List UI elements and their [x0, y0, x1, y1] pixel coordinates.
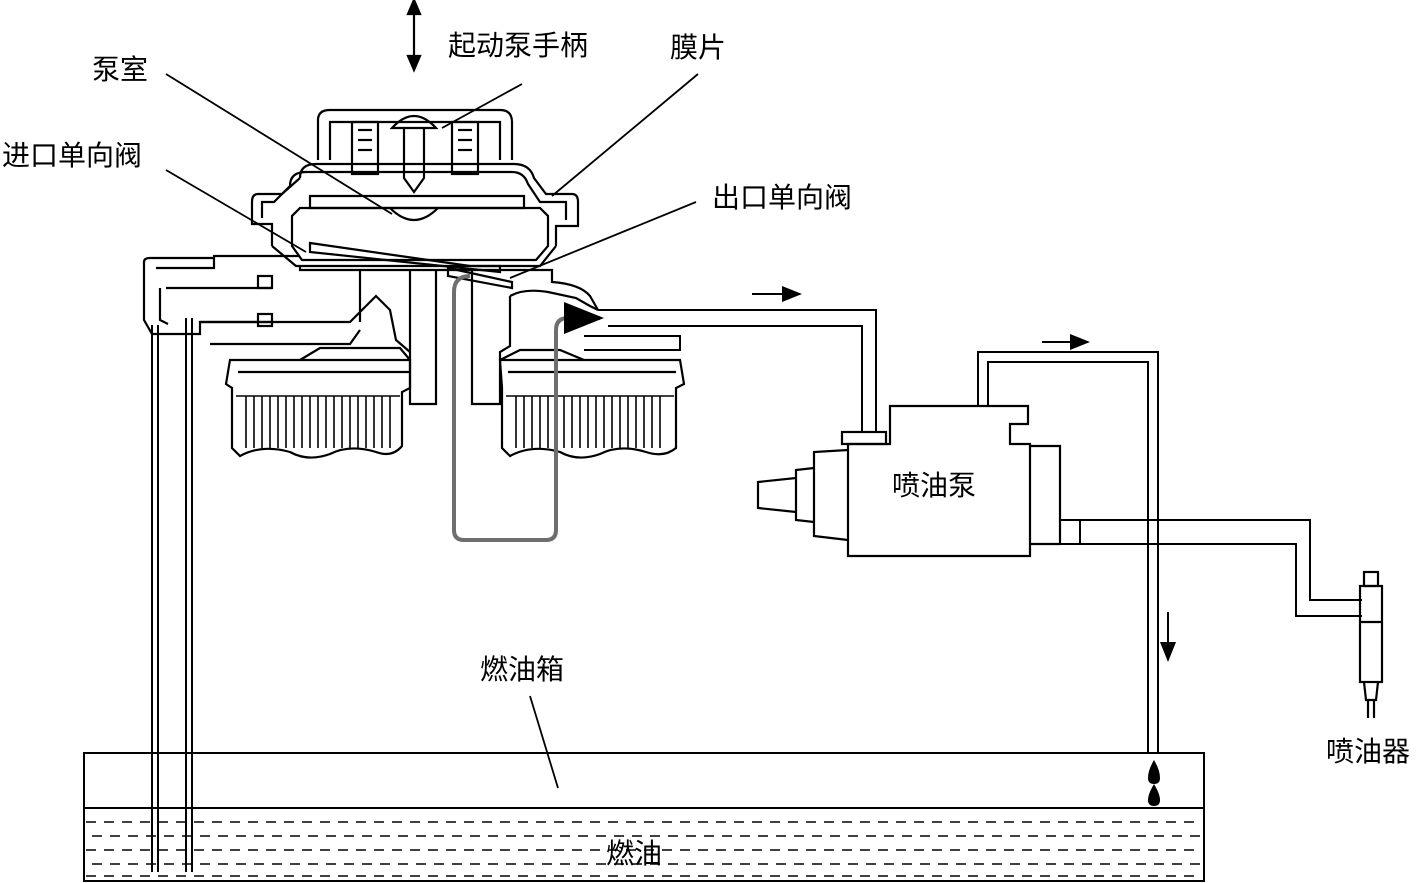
- label-inlet-valve: 进口单向阀: [2, 139, 143, 172]
- label-injection-pump: 喷油泵: [892, 469, 977, 502]
- supply-pipe: [584, 309, 877, 432]
- fuel-drop-icon: [1148, 760, 1160, 806]
- label-chamber: 泵室: [92, 53, 149, 86]
- double-arrow-vertical-icon: [406, 0, 422, 73]
- injector: [1358, 570, 1384, 718]
- high-pressure-pipe: [1060, 519, 1362, 617]
- label-handle: 起动泵手柄: [448, 29, 589, 62]
- suction-pipe: [151, 318, 193, 872]
- label-outlet-valve: 出口单向阀: [712, 181, 853, 214]
- injection-pump: [756, 404, 1062, 558]
- leader-lines: [165, 73, 699, 789]
- label-diaphragm: 膜片: [670, 31, 727, 64]
- filter-element-right: [506, 395, 674, 448]
- fuel-level-hatching: [86, 821, 1202, 877]
- fuel-tank: [83, 752, 1205, 882]
- fuel-flow-path: [452, 274, 604, 542]
- label-injector: 喷油器: [1326, 735, 1411, 768]
- filter-element-left: [236, 395, 400, 448]
- label-fuel-tank: 燃油箱: [480, 653, 565, 686]
- label-fuel: 燃油: [606, 837, 663, 870]
- return-pipe: [977, 351, 1159, 752]
- transfer-pump: [142, 108, 686, 459]
